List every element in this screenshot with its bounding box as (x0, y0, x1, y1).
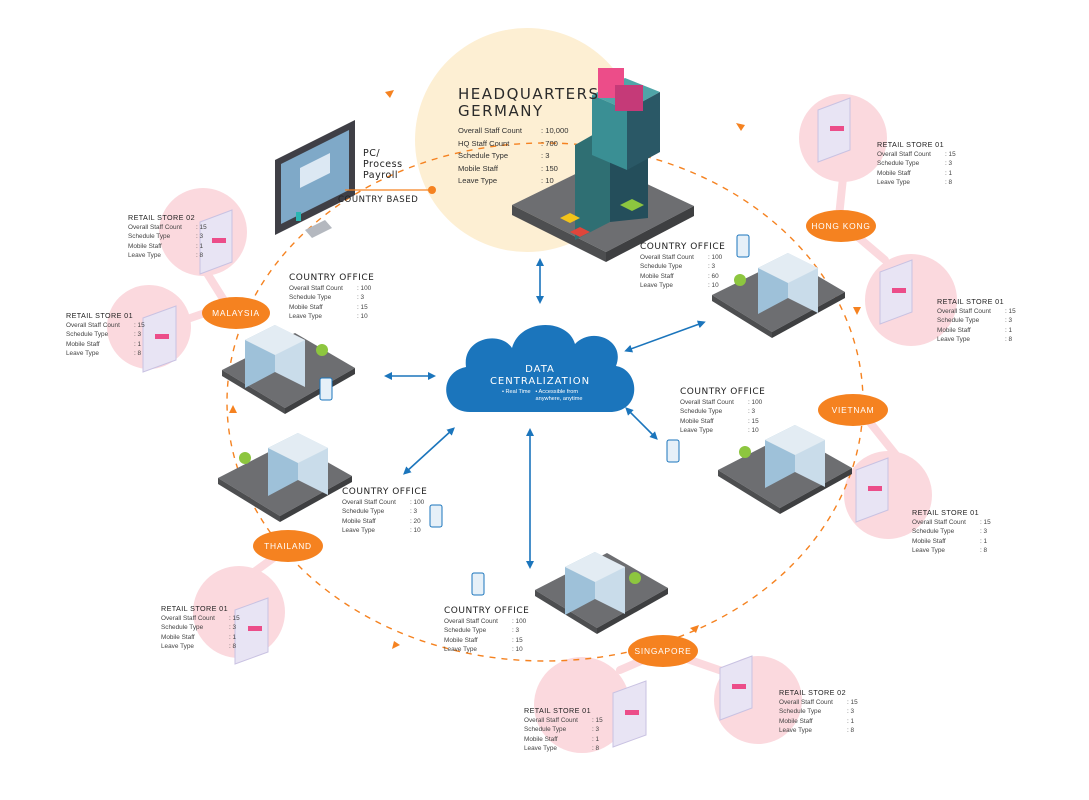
mobile-phones (319, 234, 750, 596)
office-building-thailand (218, 433, 352, 522)
store-awnings (155, 126, 906, 715)
phone-icon (319, 377, 333, 401)
country-based-label: COUNTRY BASED (338, 195, 419, 205)
pc-label: PC/ Process Payroll (363, 148, 403, 181)
phone-icon (736, 234, 750, 258)
ring-arrowheads (229, 90, 861, 649)
pc-connector-dot (428, 186, 436, 194)
office-building-singapore (535, 552, 668, 634)
country-ovals (202, 210, 888, 667)
retail-store-thailand-01: RETAIL STORE 01 Overall Staff Count: 15 … (161, 604, 240, 650)
retail-store-malaysia-02: RETAIL STORE 02 Overall Staff Count: 15 … (128, 213, 207, 259)
country-label-malaysia: MALAYSIA (212, 308, 260, 318)
office-building-hongkong (712, 253, 845, 338)
country-office-thailand: COUNTRY OFFICE Overall Staff Count: 100 … (342, 487, 428, 534)
hq-stats: Overall Staff Count: 10,000 HQ Staff Cou… (458, 125, 600, 188)
retail-store-hong-kong-01a: RETAIL STORE 01 Overall Staff Count: 15 … (877, 140, 956, 186)
country-label-thailand: THAILAND (264, 541, 312, 551)
store-bags (142, 97, 913, 748)
hq-stat-row: Schedule Type: 3 (458, 151, 550, 161)
cloud-label: DATA CENTRALIZATION • Real Time • Access… (460, 364, 620, 403)
hq-country: GERMANY (458, 102, 544, 120)
country-label-vietnam: VIETNAM (831, 405, 875, 415)
phone-icon (429, 504, 443, 528)
hq-label: HEADQUARTERS GERMANY Overall Staff Count… (458, 86, 600, 188)
hq-title: HEADQUARTERS (458, 85, 600, 103)
retail-store-vietnam-01: RETAIL STORE 01 Overall Staff Count: 15 … (912, 508, 991, 554)
phone-icon (471, 572, 485, 596)
cloud-bullets: • Real Time • Accessible from anywhere, … (501, 389, 583, 402)
phone-icon (666, 439, 680, 463)
country-office-singapore: COUNTRY OFFICE Overall Staff Count: 100 … (444, 606, 530, 653)
retail-store-hong-kong-01b: RETAIL STORE 01 Overall Staff Count: 15 … (937, 297, 1016, 343)
data-arrows (384, 258, 706, 569)
office-building-vietnam (718, 425, 852, 514)
cloud-shape (446, 324, 635, 412)
hq-stat-row: Leave Type: 10 (458, 176, 554, 186)
retail-store-singapore-02: RETAIL STORE 02 Overall Staff Count: 15 … (779, 688, 858, 734)
country-office-malaysia: COUNTRY OFFICE Overall Staff Count: 100 … (289, 273, 375, 320)
country-label-singapore: SINGAPORE (634, 646, 692, 656)
hq-stat-row: Overall Staff Count: 10,000 (458, 126, 569, 135)
headquarters-building (512, 68, 694, 262)
hq-stat-row: HQ Staff Count: 700 (458, 138, 558, 148)
country-office-vietnam: COUNTRY OFFICE Overall Staff Count: 100 … (680, 387, 766, 434)
hq-stat-row: Mobile Staff: 150 (458, 163, 558, 173)
retail-store-singapore-01: RETAIL STORE 01 Overall Staff Count: 15 … (524, 706, 603, 752)
office-building-malaysia (222, 325, 355, 414)
retail-store-malaysia-01: RETAIL STORE 01 Overall Staff Count: 15 … (66, 311, 145, 357)
pc-monitor (275, 120, 355, 238)
country-label-hong-kong: HONG KONG (811, 221, 871, 231)
store-blob (534, 657, 630, 753)
country-office-hong-kong: COUNTRY OFFICE Overall Staff Count: 100 … (640, 242, 726, 289)
